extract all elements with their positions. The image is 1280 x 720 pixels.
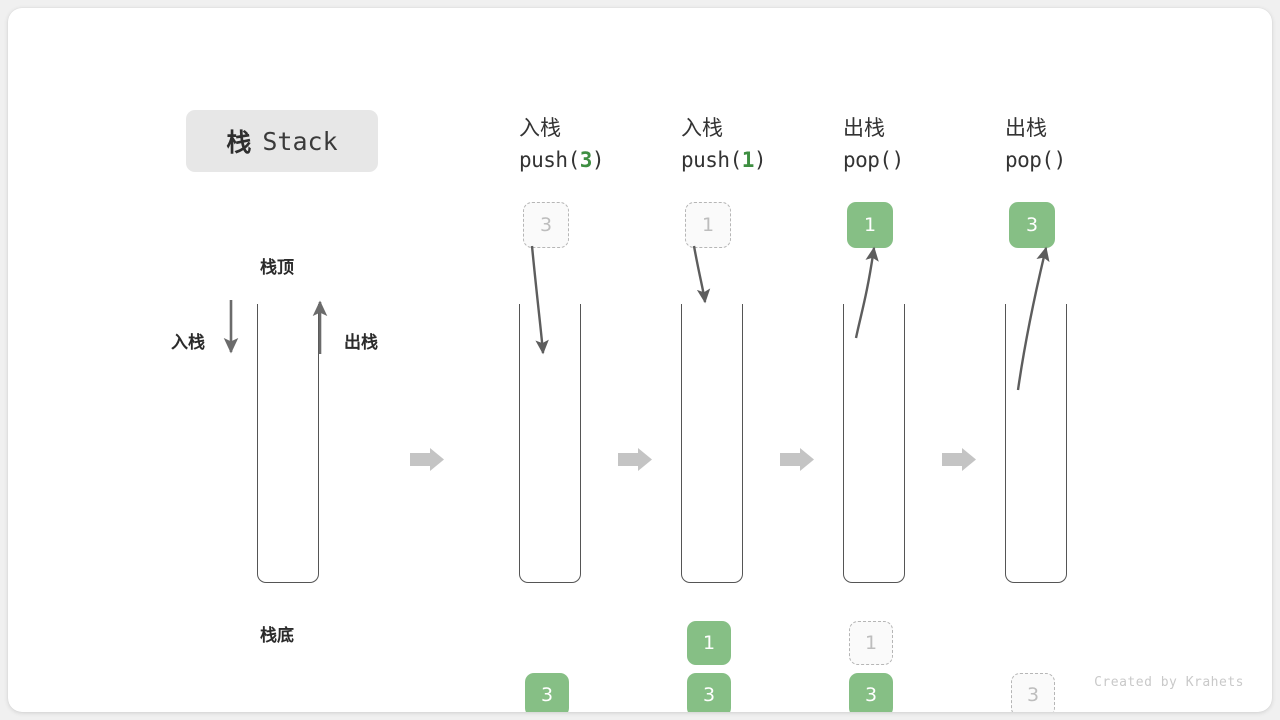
- stack-item-push-3-3: 3: [525, 673, 569, 712]
- title-en: Stack: [262, 126, 338, 156]
- diagram-card: 栈 Stack 栈顶 栈底 入栈 出栈 入栈 push(3) 入栈 push(1…: [8, 8, 1272, 712]
- push-arrow-1: [692, 245, 711, 304]
- column-header-code: push(3): [519, 148, 605, 172]
- floating-value-pop-3: 3: [1009, 202, 1055, 248]
- column-header-pop-1: 出栈 pop(): [843, 113, 1003, 177]
- stack-item-pop-1-3: 3: [849, 673, 893, 712]
- floating-value-pop-1: 1: [847, 202, 893, 248]
- label-stack-top: 栈顶: [260, 258, 294, 278]
- stack-item-push-1-3: 3: [687, 673, 731, 712]
- column-header-cn: 入栈: [681, 116, 723, 140]
- column-header-code: pop(): [1005, 148, 1066, 172]
- column-header-cn: 入栈: [519, 116, 561, 140]
- transition-arrow-4: [942, 448, 976, 471]
- transition-arrow-3: [780, 448, 814, 471]
- stack-item-push-1-1: 1: [687, 621, 731, 665]
- title-cn: 栈: [226, 128, 253, 157]
- column-header-push-3: 入栈 push(3): [519, 113, 679, 177]
- stack-container-push-1: 13254: [681, 304, 743, 712]
- stack-container-pop-3: 3254: [1005, 304, 1067, 712]
- stack-ghost-item-pop-1-1: 1: [849, 621, 893, 665]
- stack-container-initial: 254: [257, 304, 319, 583]
- transition-arrow-2: [618, 448, 652, 471]
- stack-container-push-3: 3254: [519, 304, 581, 712]
- column-header-pop-3: 出栈 pop(): [1005, 113, 1165, 177]
- transition-arrow-1: [410, 448, 444, 471]
- code-argument: 1: [741, 148, 755, 172]
- label-push-direction: 入栈: [171, 333, 205, 353]
- label-stack-bottom: 栈底: [260, 626, 294, 646]
- column-header-code: pop(): [843, 148, 904, 172]
- column-header-code: push(1): [681, 148, 767, 172]
- floating-value-push-1: 1: [685, 202, 731, 248]
- column-header-cn: 出栈: [843, 116, 885, 140]
- credit-text: Created by Krahets: [1094, 675, 1244, 690]
- page-title-badge: 栈 Stack: [186, 110, 378, 172]
- stack-ghost-item-pop-3-3: 3: [1011, 673, 1055, 712]
- column-header-push-1: 入栈 push(1): [681, 113, 841, 177]
- label-pop-direction: 出栈: [344, 333, 378, 353]
- floating-value-push-3: 3: [523, 202, 569, 248]
- code-argument: 3: [579, 148, 593, 172]
- stack-container-pop-1: 13254: [843, 304, 905, 712]
- column-header-cn: 出栈: [1005, 116, 1047, 140]
